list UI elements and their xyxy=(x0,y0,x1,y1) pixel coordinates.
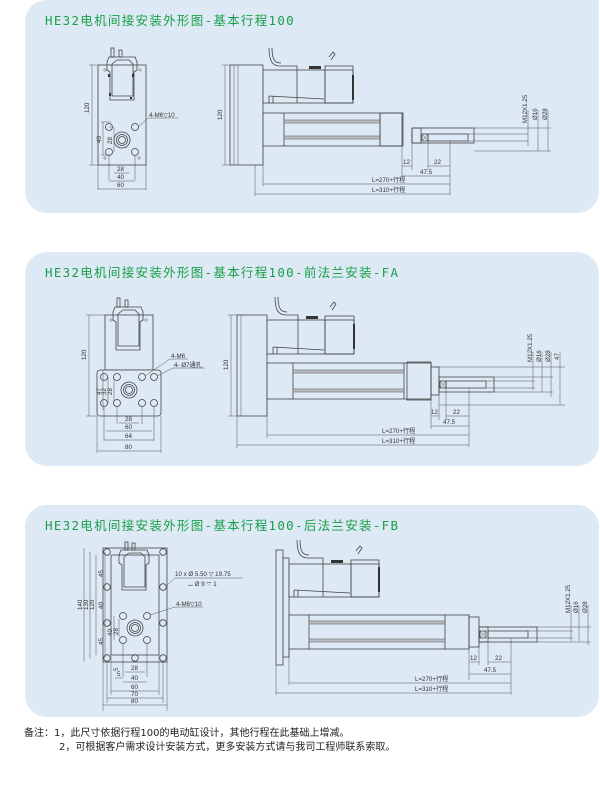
dim-offset: 22 xyxy=(434,159,441,166)
dim-rod-diameter: Ø16 xyxy=(536,350,543,362)
dim-width: 80 xyxy=(125,444,132,451)
callout-thread: 4-M6▽10 xyxy=(176,601,202,608)
dim-height: 120 xyxy=(84,102,91,113)
callout-counterbore: ⌴ Ø 9 ▽ 1 xyxy=(188,581,217,588)
dim-rod-thread: M12X1.25 xyxy=(527,333,534,362)
dim-length: L=270+行程 xyxy=(382,427,415,435)
dim-height: 40 xyxy=(98,602,105,609)
dim-offset: 12 xyxy=(403,159,410,166)
dim-height: 120 xyxy=(89,599,96,610)
dim-height: 47 xyxy=(96,388,103,395)
side-view: M12X1.25 Ø16 Ø28 12 22 47.5 L=270+行程 L=3… xyxy=(275,539,591,695)
dim-rod-diameter: Ø16 xyxy=(532,108,539,120)
dim-offset: 47.5 xyxy=(484,667,497,674)
dim-width: 60 xyxy=(125,424,132,431)
dim-offset: 47.5 xyxy=(420,169,433,176)
dim-offset: 12 xyxy=(431,409,438,416)
dim-height: 40 xyxy=(107,629,114,636)
technical-drawing: 140 130 120 45 40 45 40 28 5 28 5 40 60 xyxy=(77,539,591,711)
notes-label: 备注： xyxy=(24,728,54,739)
dim-width: 70 xyxy=(131,691,138,698)
dim-rod-diameter: Ø28 xyxy=(542,108,549,120)
callout-thread: 4-M6 xyxy=(171,353,186,360)
callout-thread: 4-M6▽10 xyxy=(149,112,175,119)
dim-rod-thread: M12X1.25 xyxy=(565,584,572,613)
dim-width: 80 xyxy=(131,698,138,705)
drawing-panel-rear-flange: HE32电机间接安装外形图-基本行程100-后法兰安装-FB 140 130 1… xyxy=(25,505,599,717)
dim-rod-thread: M12X1.25 xyxy=(522,94,529,123)
note-item: 2，可根据客户需求设计安装方式，更多安装方式请与我司工程师联系索取。 xyxy=(59,742,396,753)
drawing-panel-basic: HE32电机间接安装外形图-基本行程100 120 40 xyxy=(25,0,599,213)
dim-width: 28 xyxy=(131,665,138,672)
dim-height: 120 xyxy=(217,109,224,120)
side-view: M12X1.25 Ø16 Ø28 12 22 47.5 L=270+行程 L=3… xyxy=(217,47,551,196)
dim-rod-diameter: Ø16 xyxy=(573,601,580,613)
dim-flange-height: 47 xyxy=(554,353,561,360)
callout-through-hole: 4- Ø7通孔 xyxy=(174,361,202,369)
dim-width: 60 xyxy=(117,182,124,189)
dim-height: 140 xyxy=(77,599,84,610)
front-view: 140 130 120 45 40 45 40 28 5 28 5 40 60 xyxy=(77,541,243,711)
dim-offset: 12 xyxy=(470,655,477,662)
dim-height: 45 xyxy=(98,570,105,577)
dim-length: L=310+行程 xyxy=(382,437,415,445)
dim-height: 28 xyxy=(107,137,114,144)
dim-height: 130 xyxy=(83,599,90,610)
panel-title: HE32电机间接安装外形图-基本行程100-前法兰安装-FA xyxy=(45,265,400,280)
front-view: 120 47 32 28 28 60 64 80 4-M6 4- Ø7通孔 xyxy=(81,297,205,453)
dim-width: 40 xyxy=(117,174,124,181)
dim-length: L=270+行程 xyxy=(372,176,405,184)
dim-height: 5 xyxy=(113,667,120,671)
dim-rod-diameter: Ø28 xyxy=(582,601,589,613)
dim-width: 28 xyxy=(117,166,124,173)
dim-height: 28 xyxy=(113,628,120,635)
dim-width: 64 xyxy=(125,433,132,440)
technical-drawing: 120 47 32 28 28 60 64 80 4-M6 4- Ø7通孔 xyxy=(81,296,565,453)
dim-height: 28 xyxy=(107,388,114,395)
dim-width: 40 xyxy=(131,675,138,682)
note-item: 备注：1，此尺寸依据行程100的电动缸设计，其他行程在此基础上增减。 xyxy=(24,728,350,739)
dim-height: 32 xyxy=(101,388,108,395)
front-view: 120 40 28 28 40 60 4-M6▽10 xyxy=(84,47,178,190)
side-view: M12X1.25 Ø16 Ø28 47 12 22 47.5 L=270+行程 … xyxy=(223,296,565,448)
dim-height: 120 xyxy=(81,349,88,360)
dim-height: 40 xyxy=(96,136,103,143)
dim-length: L=310+行程 xyxy=(415,685,448,693)
dim-offset: 22 xyxy=(453,409,460,416)
dim-offset: 47.5 xyxy=(443,419,456,426)
notes: 备注：1，此尺寸依据行程100的电动缸设计，其他行程在此基础上增减。 2，可根据… xyxy=(24,727,395,755)
dim-length: L=270+行程 xyxy=(415,675,448,683)
panel-title: HE32电机间接安装外形图-基本行程100 xyxy=(45,13,296,28)
technical-drawing: 120 40 28 28 40 60 4-M6▽10 xyxy=(84,47,551,196)
dim-height: 45 xyxy=(98,638,105,645)
dim-width: 60 xyxy=(131,684,138,691)
dim-length: L=310+行程 xyxy=(372,186,405,194)
callout-holes: 10 x Ø 5.50 ▽ 19.75 xyxy=(175,571,231,578)
drawing-panel-front-flange: HE32电机间接安装外形图-基本行程100-前法兰安装-FA 120 47 32… xyxy=(25,252,599,466)
dim-rod-diameter: Ø28 xyxy=(545,350,552,362)
dim-width: 28 xyxy=(125,416,132,423)
dim-height: 120 xyxy=(223,359,230,370)
dim-offset: 22 xyxy=(495,655,502,662)
dim-width: 5 xyxy=(117,671,121,678)
panel-title: HE32电机间接安装外形图-基本行程100-后法兰安装-FB xyxy=(45,518,400,533)
